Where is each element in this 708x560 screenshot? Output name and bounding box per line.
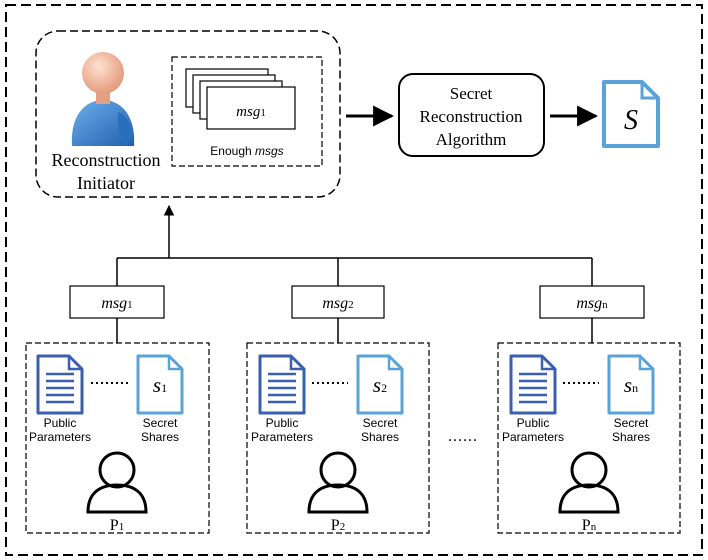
secret-shares-line1: Secret [143, 416, 178, 430]
public-params-line2: Parameters [29, 430, 91, 444]
party-box-n: sn Public Parameters Secret Shares Pn [497, 342, 681, 534]
secret-document-icon [602, 80, 660, 148]
party-user-icon [307, 451, 369, 514]
secret-shares-line1: Secret [614, 416, 649, 430]
initiator-label-line2: Initiator [77, 173, 135, 193]
secret-shares-line2: Shares [612, 430, 650, 444]
share-label-n: sn [624, 373, 638, 397]
message-box-n: msgn [539, 285, 645, 319]
message-box-2: msg2 [291, 285, 385, 319]
party-user-icon [558, 451, 620, 514]
secret-shares-line2: Shares [361, 430, 399, 444]
party-box-2: s2 Public Parameters Secret Shares P2 [246, 342, 430, 534]
initiator-avatar-icon [71, 52, 135, 146]
msg-stack-label: msg1 [236, 104, 266, 120]
message-label-2: msg2 [322, 295, 353, 312]
secret-share-document-icon [136, 354, 184, 415]
party-box-1: s1 Public Parameters Secret Shares P1 [25, 342, 210, 534]
algorithm-line3: Algorithm [436, 130, 507, 149]
secret-shares-line2: Shares [141, 430, 179, 444]
party-name-1: P1 [110, 517, 124, 534]
public-params-line1: Public [517, 416, 550, 430]
party-ellipsis: ...... [448, 428, 478, 445]
secret-shares-line1: Secret [363, 416, 398, 430]
party-name-2: P2 [331, 517, 345, 534]
msg-stack-icon [185, 68, 296, 130]
public-parameters-document-icon [509, 354, 557, 415]
enough-msgs-label: Enough msgs [210, 144, 283, 158]
initiator-label-line1: Reconstruction [52, 150, 161, 170]
connector-tree [116, 204, 593, 343]
message-label-1: msg1 [101, 295, 132, 312]
message-box-1: msg1 [69, 285, 165, 319]
party-user-icon [86, 451, 148, 514]
secret-output-label: S [624, 105, 638, 136]
public-params-line2: Parameters [251, 430, 313, 444]
share-label-1: s1 [153, 373, 167, 397]
secret-reconstruction-algorithm-box: Secret Reconstruction Algorithm [398, 73, 545, 157]
public-parameters-document-icon [258, 354, 306, 415]
algorithm-line1: Secret [450, 84, 493, 103]
party-name-n: Pn [582, 517, 597, 534]
algorithm-line2: Reconstruction [420, 107, 523, 126]
public-parameters-document-icon [36, 354, 84, 415]
enough-msgs-box [171, 56, 323, 167]
secret-share-document-icon [607, 354, 655, 415]
public-params-line1: Public [44, 416, 77, 430]
public-params-line1: Public [266, 416, 299, 430]
reconstruction-initiator-box: Reconstruction Initiator msg1 Enough msg… [35, 30, 341, 198]
outer-frame [5, 4, 703, 556]
public-params-line2: Parameters [502, 430, 564, 444]
secret-share-document-icon [356, 354, 404, 415]
message-label-n: msgn [576, 295, 608, 312]
share-label-2: s2 [373, 373, 387, 397]
